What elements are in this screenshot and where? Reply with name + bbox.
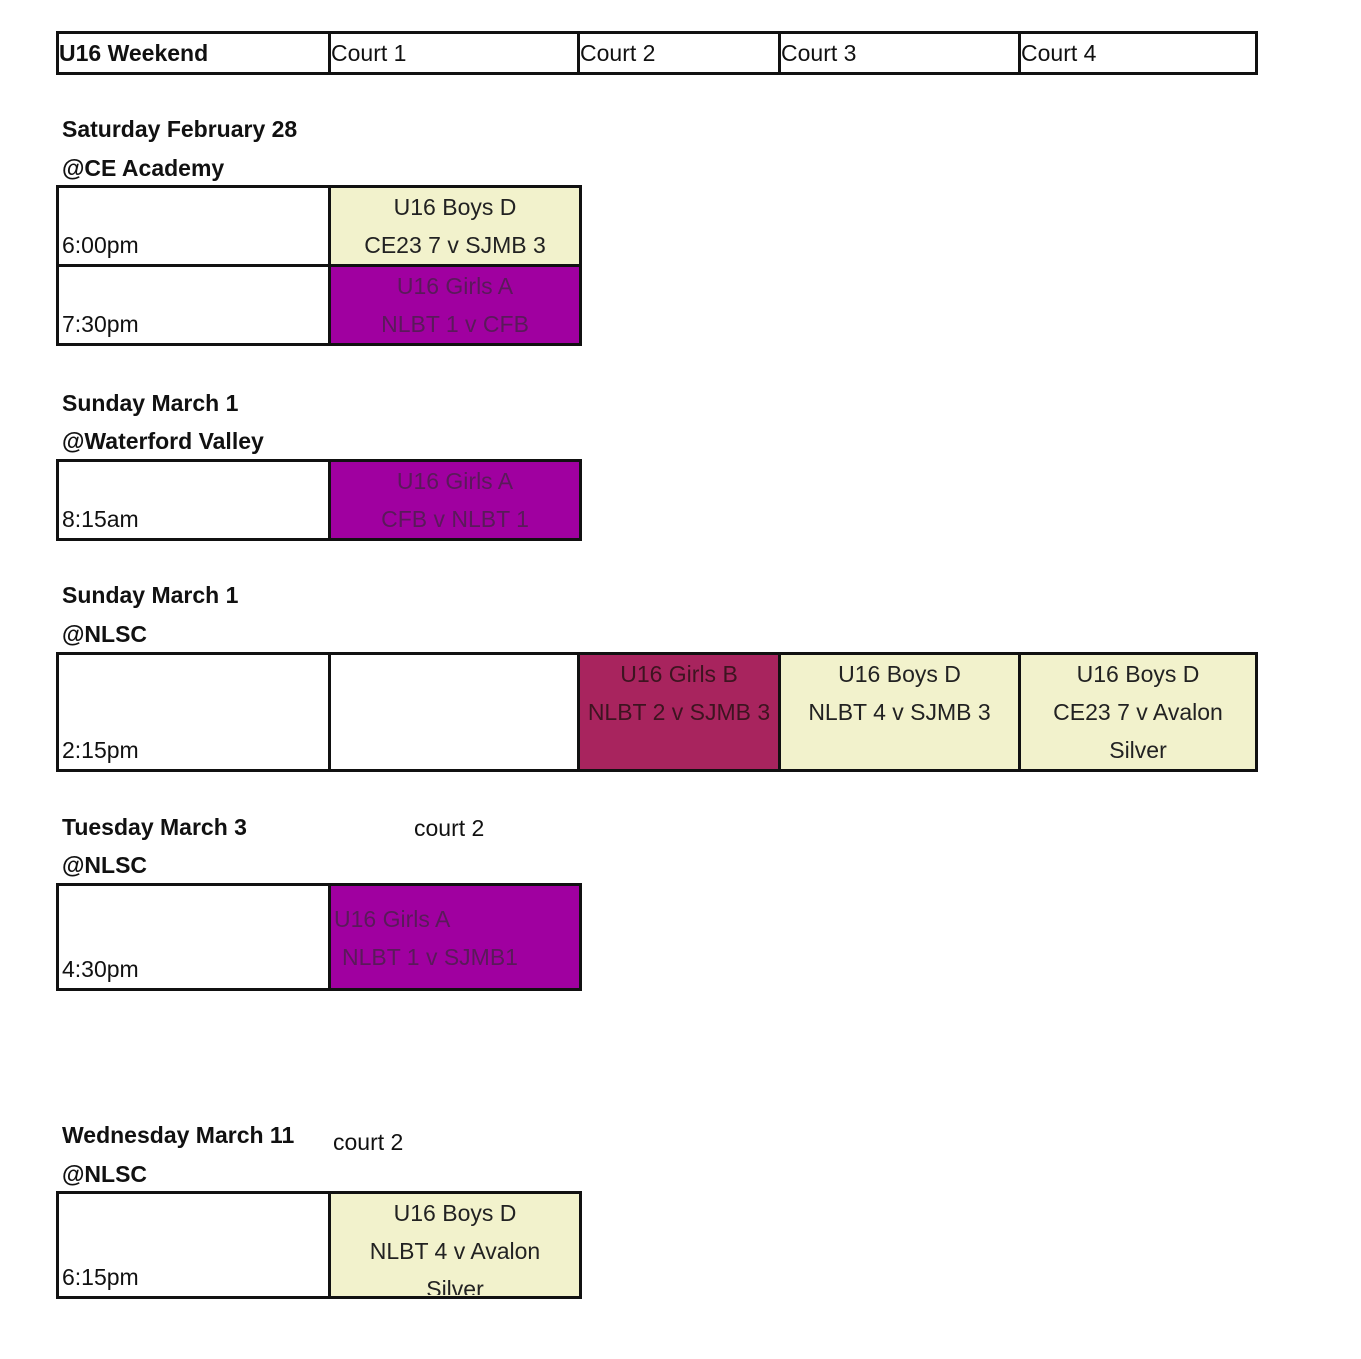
game-division: U16 Girls B (620, 661, 738, 687)
game-division: U16 Girls A (334, 906, 451, 932)
section-date: Wednesday March 11 (62, 1122, 295, 1148)
section-venue: @NLSC (62, 1161, 148, 1187)
game-match: NLBT 1 v CFB (381, 311, 529, 337)
time-slot-row: 7:30pm U16 Girls A NLBT 1 v CFB (56, 264, 582, 346)
game-cell-content: U16 Boys D NLBT 4 v Avalon Silver (333, 1196, 578, 1295)
header-table: U16 Weekend Court 1 Court 2 Court 3 Cour… (56, 31, 1258, 75)
game-match: NLBT 1 v SJMB1 (342, 944, 518, 970)
schedule-title: U16 Weekend (56, 31, 331, 75)
section-date: Saturday February 28 (62, 116, 298, 142)
time-slot-row: 4:30pm U16 Girls A NLBT 1 v SJMB1 (56, 883, 582, 991)
game-match: CFB v NLBT 1 (381, 506, 529, 532)
game-cell: U16 Boys D NLBT 4 v Avalon Silver (328, 1191, 582, 1299)
game-cell: U16 Girls B NLBT 2 v SJMB 3 (577, 652, 781, 772)
game-cell: U16 Boys D CE23 7 v SJMB 3 (328, 185, 582, 267)
section-date: Sunday March 1 (62, 390, 239, 416)
game-cell: U16 Girls A NLBT 1 v CFB (328, 264, 582, 346)
section-date: Sunday March 1 (62, 582, 239, 608)
header-row: U16 Weekend Court 1 Court 2 Court 3 Cour… (56, 31, 1258, 75)
schedule-table: 6:15pm U16 Boys D NLBT 4 v Avalon Silver (56, 1191, 582, 1299)
time-slot-row: 6:00pm U16 Boys D CE23 7 v SJMB 3 (56, 185, 582, 267)
section-venue: @NLSC (62, 621, 148, 647)
game-cell: U16 Girls A NLBT 1 v SJMB1 (328, 883, 582, 991)
schedule-table: 6:00pm U16 Boys D CE23 7 v SJMB 3 7:30pm… (56, 185, 582, 346)
game-division: U16 Boys D (393, 1200, 517, 1226)
time-cell: 6:00pm (56, 185, 331, 267)
game-match: NLBT 4 v Avalon (369, 1238, 541, 1264)
time-slot-row: 6:15pm U16 Boys D NLBT 4 v Avalon Silver (56, 1191, 582, 1299)
game-division: U16 Boys D (838, 661, 961, 687)
section-venue: @NLSC (62, 852, 148, 878)
schedule-table: 2:15pm U16 Girls B NLBT 2 v SJMB 3 U16 B… (56, 652, 1258, 772)
game-match-continued: Silver (1109, 737, 1167, 763)
court-note: court 2 (333, 1129, 404, 1155)
game-match-continued: Silver (426, 1276, 484, 1295)
section-date: Tuesday March 3 (62, 814, 247, 840)
time-cell: 7:30pm (56, 264, 331, 346)
game-division: U16 Girls A (396, 468, 514, 494)
court-note: court 2 (414, 815, 485, 841)
time-cell: 8:15am (56, 459, 331, 541)
game-cell: U16 Boys D NLBT 4 v SJMB 3 (778, 652, 1021, 772)
game-match: NLBT 2 v SJMB 3 (587, 699, 771, 725)
court-header: Court 4 (1018, 31, 1258, 75)
game-division: U16 Boys D (393, 194, 517, 220)
time-slot-row: 2:15pm U16 Girls B NLBT 2 v SJMB 3 U16 B… (56, 652, 1258, 772)
time-cell: 2:15pm (56, 652, 331, 772)
schedule-table: 8:15am U16 Girls A CFB v NLBT 1 (56, 459, 582, 541)
section-venue: @CE Academy (62, 155, 225, 181)
game-match: NLBT 4 v SJMB 3 (808, 699, 991, 725)
schedule-table: 4:30pm U16 Girls A NLBT 1 v SJMB1 (56, 883, 582, 991)
game-cell: U16 Boys D CE23 7 v Avalon Silver (1018, 652, 1258, 772)
game-division: U16 Girls A (396, 273, 514, 299)
time-cell: 6:15pm (56, 1191, 331, 1299)
game-cell: U16 Girls A CFB v NLBT 1 (328, 459, 582, 541)
court-header: Court 3 (778, 31, 1021, 75)
time-cell: 4:30pm (56, 883, 331, 991)
empty-court-cell (328, 652, 580, 772)
time-slot-row: 8:15am U16 Girls A CFB v NLBT 1 (56, 459, 582, 541)
game-match: CE23 7 v Avalon (1053, 699, 1223, 725)
section-venue: @Waterford Valley (62, 428, 264, 454)
game-division: U16 Boys D (1076, 661, 1200, 687)
game-match: CE23 7 v SJMB 3 (364, 232, 546, 258)
court-header: Court 2 (577, 31, 781, 75)
court-header: Court 1 (328, 31, 580, 75)
